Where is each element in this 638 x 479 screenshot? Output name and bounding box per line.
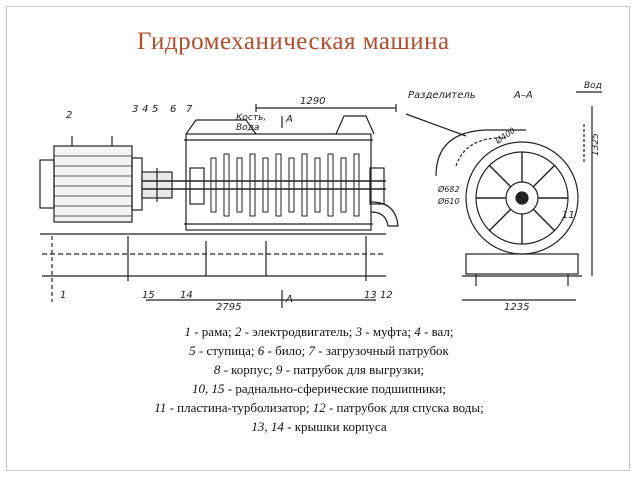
legend-line-1: 1 - рама; 2 - электродвигатель; 3 - муфт… — [0, 322, 638, 341]
legend-text: - раднально-сферические подшипники; — [224, 381, 446, 396]
legend-num: 11 — [154, 400, 167, 415]
section-view-label: А–А — [513, 90, 533, 101]
legend-text: - вал; — [420, 324, 454, 339]
bones-label: Кость, — [236, 113, 266, 123]
dim-d1: Ø682 — [437, 184, 460, 194]
legend-num: 2 — [234, 324, 242, 339]
legend-line-3: 8 - корпус; 9 - патрубок для выгрузки; — [0, 360, 638, 379]
slide-frame — [6, 6, 630, 471]
part-number-3: 3 — [132, 104, 138, 115]
legend-line-2: 5 - ступица; 6 - било; 7 - загрузочный п… — [0, 341, 638, 360]
legend-num: 8 — [213, 362, 221, 377]
part-number-15: 15 — [142, 290, 155, 301]
legend-num: 7 — [308, 343, 316, 358]
legend-text: - электродвигатель; — [241, 324, 356, 339]
dim-d2: Ø610 — [437, 196, 460, 206]
section-mark-bottom: А — [285, 294, 293, 305]
legend-num: 6 — [257, 343, 265, 358]
part-number-11: 11 — [562, 210, 575, 221]
legend-text: - ступица; — [195, 343, 258, 358]
dim-height: 1325 — [591, 133, 601, 156]
part-number-12: 12 — [380, 290, 393, 301]
legend-num: 10, 15 — [192, 381, 225, 396]
legend-line-4: 10, 15 - раднально-сферические подшипник… — [0, 379, 638, 398]
legend-num: 1 — [184, 324, 191, 339]
legend-text: - било; — [264, 343, 309, 358]
legend-text: - патрубок для спуска воды; — [325, 400, 484, 415]
part-number-7: 7 — [186, 104, 193, 115]
legend-num: 13, 14 — [251, 419, 284, 434]
parts-legend: 1 - рама; 2 - электродвигатель; 3 - муфт… — [0, 322, 638, 436]
water-label: Вода — [236, 123, 259, 133]
part-number-14: 14 — [180, 290, 193, 301]
legend-text: - муфта; — [362, 324, 415, 339]
part-number-2: 2 — [66, 110, 72, 121]
legend-text: - крышки корпуса — [283, 419, 387, 434]
legend-line-5: 11 - пластина-турболизатор; 12 - патрубо… — [0, 398, 638, 417]
machine-drawing: 1290 2795 1235 1325 Ø682 Ø610 Ø400 А А А… — [39, 81, 602, 313]
part-number-4: 4 — [142, 104, 148, 115]
part-number-1: 1 — [60, 290, 66, 301]
part-number-5: 5 — [152, 104, 158, 115]
legend-num: 4 — [414, 324, 421, 339]
water-right-label: Вод — [584, 81, 602, 91]
legend-text: - корпус; — [220, 362, 276, 377]
dim-bottom-right: 1235 — [504, 302, 529, 313]
part-number-6: 6 — [170, 104, 176, 115]
dim-top: 1290 — [300, 96, 325, 107]
legend-text: - патрубок для выгрузки; — [282, 362, 425, 377]
legend-num: 9 — [275, 362, 283, 377]
slide-title: Гидромеханическая машина — [137, 28, 450, 55]
part-number-13: 13 — [364, 290, 377, 301]
legend-text: - рама; — [190, 324, 235, 339]
legend-text: - загрузочный патрубок — [315, 343, 449, 358]
section-mark-top: А — [285, 114, 293, 125]
legend-num: 5 — [189, 343, 196, 358]
legend-line-6: 13, 14 - крышки корпуса — [0, 417, 638, 436]
divider-label: Разделитель — [408, 90, 476, 101]
legend-num: 3 — [355, 324, 363, 339]
legend-text: - пластина-турболизатор; — [166, 400, 313, 415]
dim-bottom-left: 2795 — [216, 302, 241, 313]
legend-num: 12 — [312, 400, 326, 415]
